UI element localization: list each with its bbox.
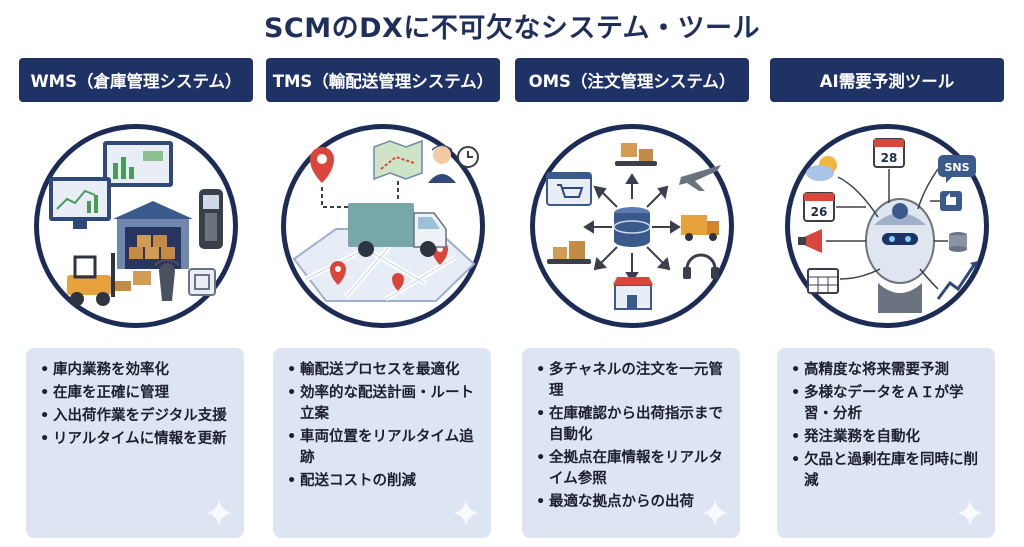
warehouse-illustration-icon [49, 141, 223, 306]
header-tms: TMS（輸配送管理システム） [266, 58, 500, 102]
column-tms: TMS（輸配送管理システム） [266, 58, 500, 540]
sparkle-icon [702, 500, 728, 526]
sparkle-icon [206, 500, 232, 526]
header-wms: WMS（倉庫管理システム） [19, 58, 253, 102]
list-item: 在庫を正確に管理 [40, 383, 234, 404]
calendar-date-top: 28 [881, 151, 898, 165]
page-title: SCMのDXに不可欠なシステム・ツール [263, 13, 761, 44]
list-item: 入出荷作業をデジタル支援 [40, 406, 234, 427]
list-item: 欠品と過剰在庫を同時に削減 [791, 450, 985, 492]
oms-illustration [530, 124, 734, 328]
header-oms: OMS（注文管理システム） [515, 58, 749, 102]
list-item: 高精度な将来需要予測 [791, 360, 985, 381]
column-wms: WMS（倉庫管理システム） [19, 58, 253, 540]
list-item: 多様なデータをＡＩが学習・分析 [791, 383, 985, 425]
list-item: 庫内業務を効率化 [40, 360, 234, 381]
header-ai: AI需要予測ツール [770, 58, 1004, 102]
list-item: 在庫確認から出荷指示まで自動化 [536, 404, 730, 446]
list-item: 車両位置をリアルタイム追跡 [287, 427, 481, 469]
list-item: リアルタイムに情報を更新 [40, 429, 234, 450]
ai-robot-illustration-icon: 28 26 SNS [798, 138, 978, 313]
list-item: 発注業務を自動化 [791, 427, 985, 448]
list-item: 効率的な配送計画・ルート立案 [287, 383, 481, 425]
list-item: 多チャネルの注文を一元管理 [536, 360, 730, 402]
calendar-date-left: 26 [811, 205, 828, 219]
column-ai: AI需要予測ツール 28 26 SNS [770, 58, 1004, 540]
truck-map-illustration-icon [292, 139, 479, 302]
sns-label: SNS [944, 161, 969, 174]
card-tms: 輸配送プロセスを最適化 効率的な配送計画・ルート立案 車両位置をリアルタイム追跡… [273, 348, 491, 538]
card-oms: 多チャネルの注文を一元管理 在庫確認から出荷指示まで自動化 全拠点在庫情報をリア… [522, 348, 740, 538]
list-item: 最適な拠点からの出荷 [536, 492, 730, 513]
tms-illustration [281, 124, 485, 328]
list-item: 輸配送プロセスを最適化 [287, 360, 481, 381]
column-oms: OMS（注文管理システム） [515, 58, 749, 540]
sparkle-icon [453, 500, 479, 526]
order-hub-illustration-icon [546, 143, 721, 310]
list-item: 配送コストの削減 [287, 471, 481, 492]
list-item: 全拠点在庫情報をリアルタイム参照 [536, 448, 730, 490]
wms-illustration [34, 124, 238, 328]
card-ai: 高精度な将来需要予測 多様なデータをＡＩが学習・分析 発注業務を自動化 欠品と過… [777, 348, 995, 538]
ai-illustration: 28 26 SNS [785, 124, 989, 328]
sparkle-icon [957, 500, 983, 526]
card-wms: 庫内業務を効率化 在庫を正確に管理 入出荷作業をデジタル支援 リアルタイムに情報… [26, 348, 244, 538]
